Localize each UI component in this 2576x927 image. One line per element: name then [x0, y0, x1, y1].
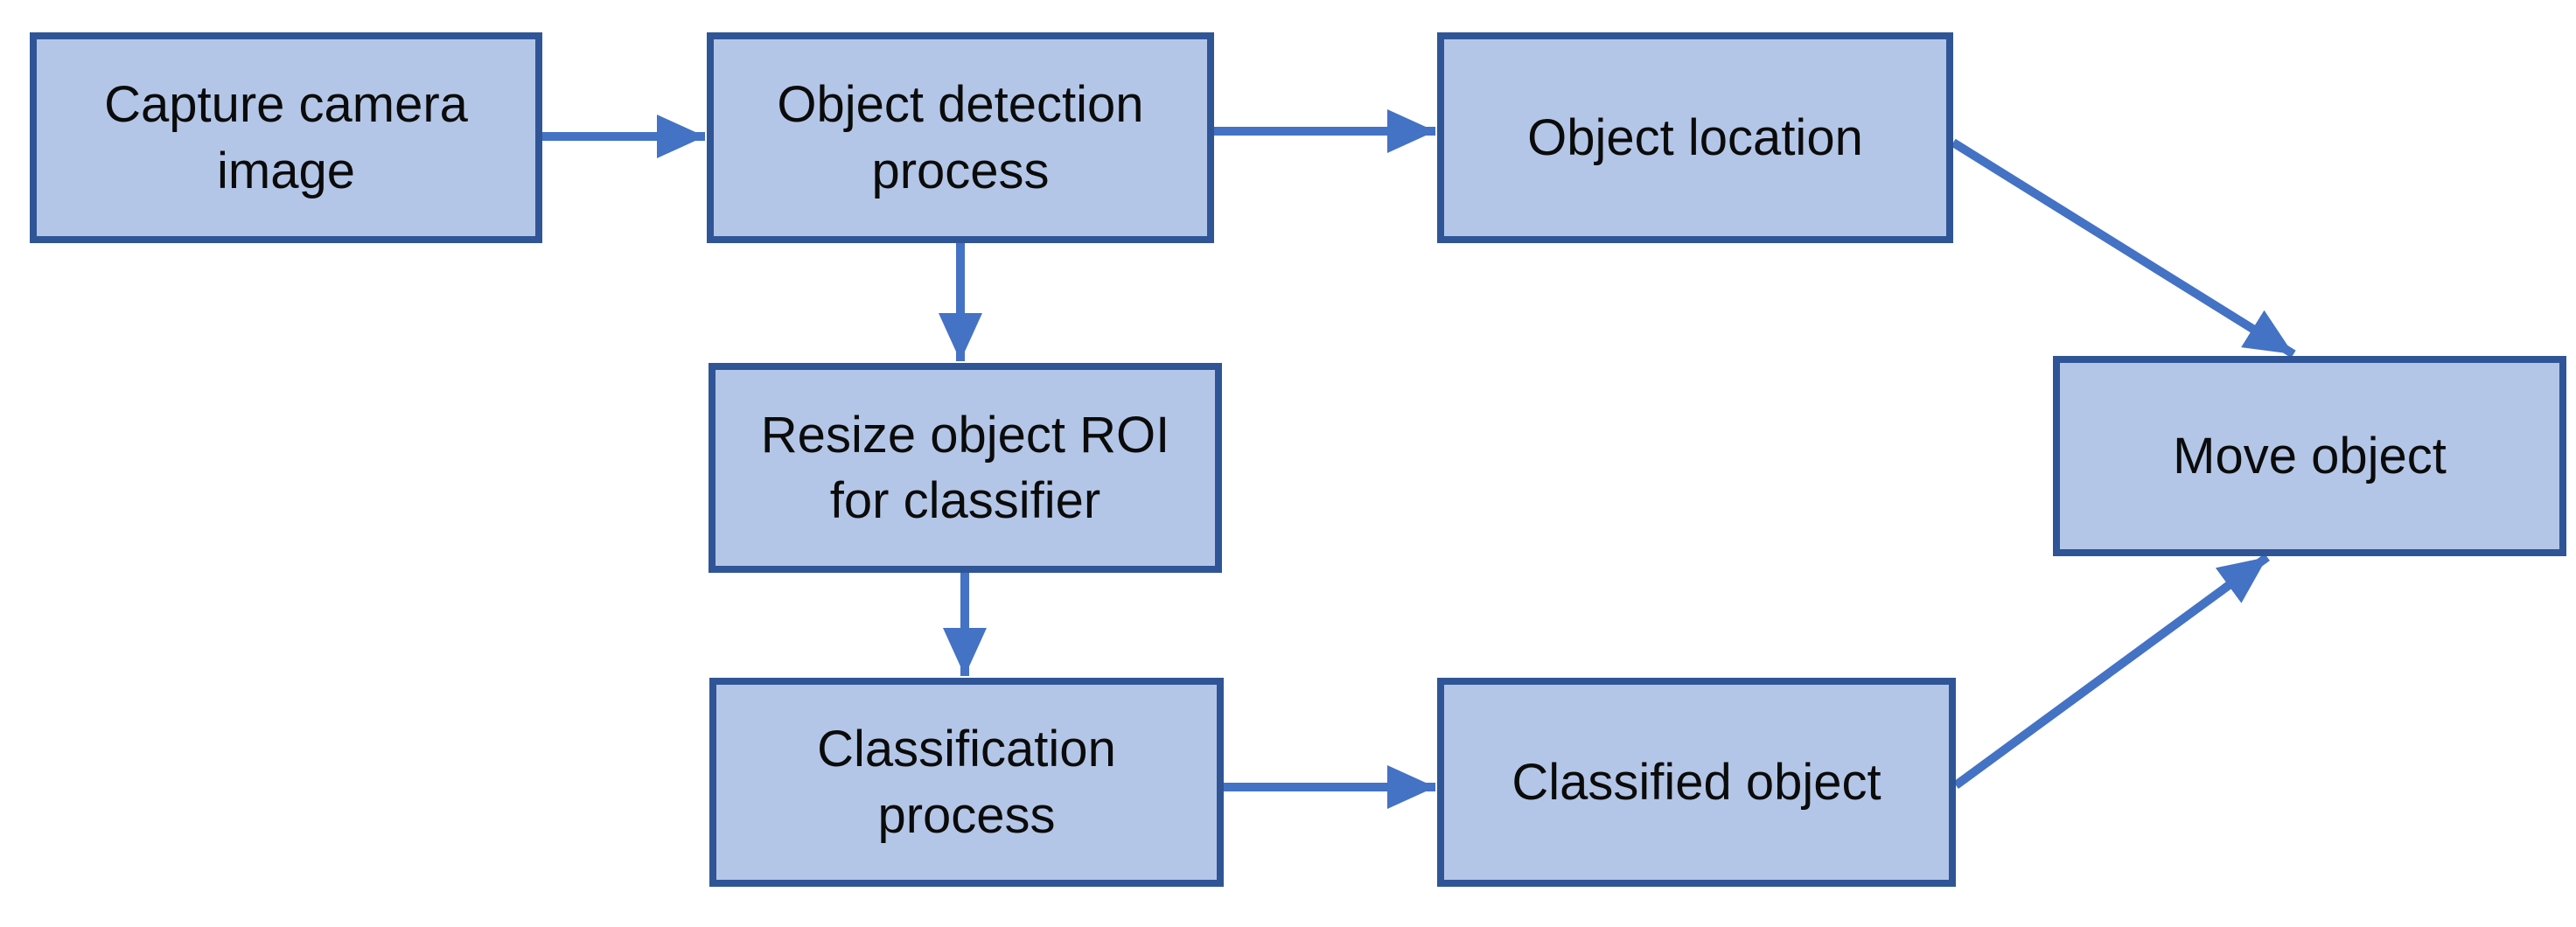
node-label: Resize object ROI for classifier — [760, 406, 1170, 529]
node-object-location: Object location — [1437, 32, 1953, 243]
arrow-location-to-move — [1951, 138, 2296, 359]
node-label: Classification process — [817, 721, 1116, 844]
node-capture-camera-image: Capture camera image — [30, 32, 542, 243]
node-label: Object location — [1527, 108, 1863, 166]
node-classification-process: Classification process — [709, 678, 1224, 887]
node-classified-object: Classified object — [1437, 678, 1956, 887]
node-label: Move object — [2173, 427, 2447, 484]
node-object-detection-process: Object detection process — [707, 32, 1214, 243]
node-move-object: Move object — [2053, 356, 2566, 556]
arrow-classified-to-move — [1953, 553, 2270, 790]
node-label: Classified object — [1511, 753, 1881, 811]
node-label: Object detection process — [777, 76, 1144, 199]
node-resize-object-roi: Resize object ROI for classifier — [709, 363, 1222, 573]
node-label: Capture camera image — [104, 76, 468, 199]
